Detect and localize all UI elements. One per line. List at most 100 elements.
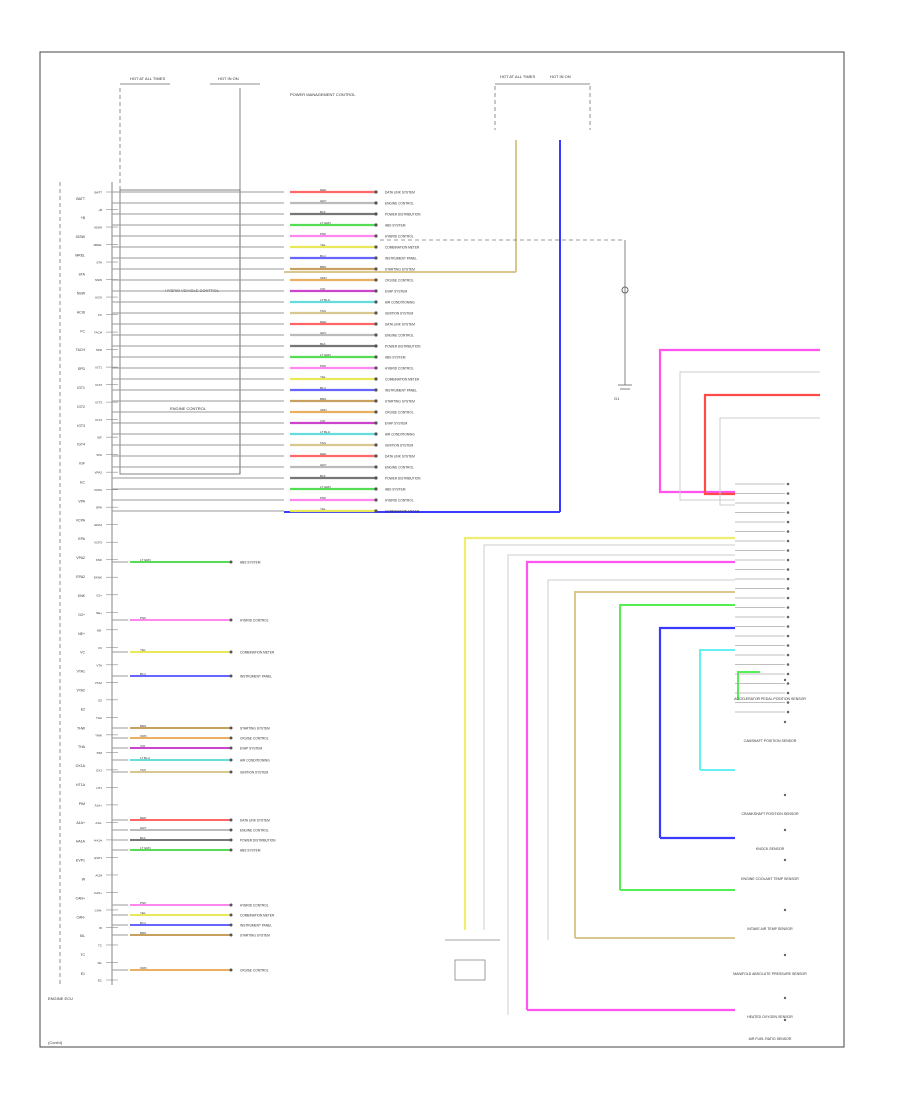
wire-end-dot	[786, 539, 790, 543]
wire-end-dot	[374, 366, 378, 370]
ecu-terminal-label: IGSW	[76, 235, 86, 239]
pink-harness-wire	[658, 348, 820, 494]
connector-pin-label: IGF	[97, 436, 102, 440]
wire-destination-label: STARTING SYSTEM	[385, 268, 415, 272]
wire-color-label: BLK	[320, 210, 326, 214]
connector-pin-label: NE+	[96, 611, 102, 615]
wire-end-dot	[374, 388, 378, 392]
ecu-connector: ENGINE ECU	[48, 182, 113, 1001]
ecu-terminal-label: HT1A	[76, 783, 86, 787]
wire-color-label: RED	[140, 816, 147, 820]
wire-color-label: RED	[320, 188, 327, 192]
wire-color-label: ORN	[320, 408, 327, 412]
wire-end-dot	[374, 410, 378, 414]
ecu-terminal-label: CAN-	[76, 915, 85, 919]
connector-pin-label: VCPA	[94, 488, 102, 492]
wire-color-label: BLK	[140, 836, 146, 840]
wires-layer: RED DATA LINK SYSTEM GRY ENGINE CONTROL BLK P…	[112, 188, 421, 973]
connector-pin-label: IGT1	[95, 366, 102, 370]
wire-end-dot	[374, 322, 378, 326]
connector-pin-label: TACH	[94, 331, 102, 335]
connector-pin-label: IGT4	[95, 418, 102, 422]
connector-pin-label: MREL	[94, 243, 103, 247]
gray-harness-wire	[679, 371, 820, 501]
wire-destination-label: EVAP SYSTEM	[385, 422, 408, 426]
fuse-label-1: HOT AT ALL TIMES	[130, 76, 165, 81]
wire-end-dot	[374, 300, 378, 304]
wire-end-dot	[229, 818, 233, 822]
wire-color-label: ORN	[140, 734, 147, 738]
wire-destination-label: ABS SYSTEM	[385, 488, 406, 492]
wire-color-label: RED	[320, 320, 327, 324]
wire-color-label: PNK	[320, 232, 326, 236]
wire-end-dot	[374, 201, 378, 205]
wire-destination-label: ABS SYSTEM	[240, 849, 261, 853]
wire-end-dot	[229, 726, 233, 730]
ecu-terminal-label: THA	[78, 745, 86, 749]
sensor-label: CAMSHAFT POSITION SENSOR	[744, 739, 797, 743]
fuse-block-left: HOT AT ALL TIMES HOT IN ON POWER MANAGEM…	[119, 76, 356, 474]
wire-end-dot	[374, 212, 378, 216]
wire-destination-label: CRUISE CONTROL	[240, 969, 269, 973]
wire-destination-label: DATA LINK SYSTEM	[240, 819, 270, 823]
wire-destination-label: HYBRID CONTROL	[240, 619, 269, 623]
wire-end-dot	[229, 746, 233, 750]
wire-end-dot	[786, 615, 790, 619]
connector-pin-label: THW	[95, 733, 102, 737]
wire-end-dot	[374, 333, 378, 337]
wire-destination-label: HYBRID CONTROL	[385, 499, 414, 503]
wire-color-label: TAN	[320, 441, 326, 445]
wire-destination-label: ENGINE CONTROL	[240, 829, 269, 833]
wire-color-label: GRY	[140, 826, 146, 830]
wire-destination-label: STARTING SYSTEM	[385, 400, 415, 404]
wire-destination-label: IGNITION SYSTEM	[240, 771, 269, 775]
connector-pin-label: VTA2	[95, 681, 103, 685]
wire-end-dot	[786, 625, 790, 628]
ecu-terminal-label: TC	[80, 953, 85, 957]
wire-end-dot	[374, 223, 378, 227]
wire-destination-label: ABS SYSTEM	[385, 224, 406, 228]
sensor-terminal	[783, 793, 787, 797]
wire-color-label: BRN	[320, 265, 326, 269]
connector-pin-label: +B	[98, 208, 102, 212]
ecu-terminal-label: TACH	[76, 348, 86, 352]
wire-end-dot	[374, 234, 378, 238]
wire-end-dot	[374, 498, 378, 502]
wire-color-label: YEL	[320, 375, 326, 379]
wire-color-label: YEL	[140, 911, 146, 915]
wire-end-dot	[786, 558, 790, 562]
wire-color-label: PNK	[320, 496, 326, 500]
wire-color-label: PNK	[140, 901, 146, 905]
wire-end-dot	[374, 245, 378, 249]
connector-pin-label: EVP1	[94, 856, 102, 860]
wire-color-label: LT BLU	[320, 430, 330, 434]
wire-destination-label: POWER DISTRIBUTION	[385, 477, 421, 481]
ecu-terminal-label: +B	[81, 216, 86, 220]
connector-pin-label: IGT3	[95, 401, 102, 405]
wire-color-label: GRY	[320, 199, 326, 203]
wire-destination-label: HYBRID CONTROL	[385, 367, 414, 371]
wire-end-dot	[786, 691, 790, 695]
wire-end-dot	[229, 848, 233, 852]
wire-end-dot	[786, 482, 790, 486]
connector-pin-label: ACM	[95, 873, 102, 877]
wire-end-dot	[374, 190, 378, 194]
wire-destination-label: IGNITION SYSTEM	[385, 444, 414, 448]
wire-end-dot	[786, 501, 790, 505]
sensor-label: HEATED OXYGEN SENSOR	[747, 1015, 793, 1019]
corner-label: (Cont'd)	[48, 1040, 63, 1045]
wire-end-dot	[229, 828, 233, 832]
ecu-terminal-label: NSW	[77, 292, 86, 296]
wire-destination-label: DATA LINK SYSTEM	[385, 323, 415, 327]
connector-pin-label: EPA	[96, 506, 102, 510]
wire-end-dot	[374, 443, 378, 447]
wire-destination-label: POWER DISTRIBUTION	[385, 345, 421, 349]
sensor-terminal	[783, 720, 787, 724]
wire-end-dot	[374, 344, 378, 348]
connector-pin-label: OX1	[96, 768, 102, 772]
wire-destination-label: COMBINATION METER	[240, 651, 275, 655]
wire-end-dot	[786, 606, 790, 609]
connector-pin-label: KNK	[96, 558, 102, 562]
blue-harness-wire	[658, 626, 735, 838]
